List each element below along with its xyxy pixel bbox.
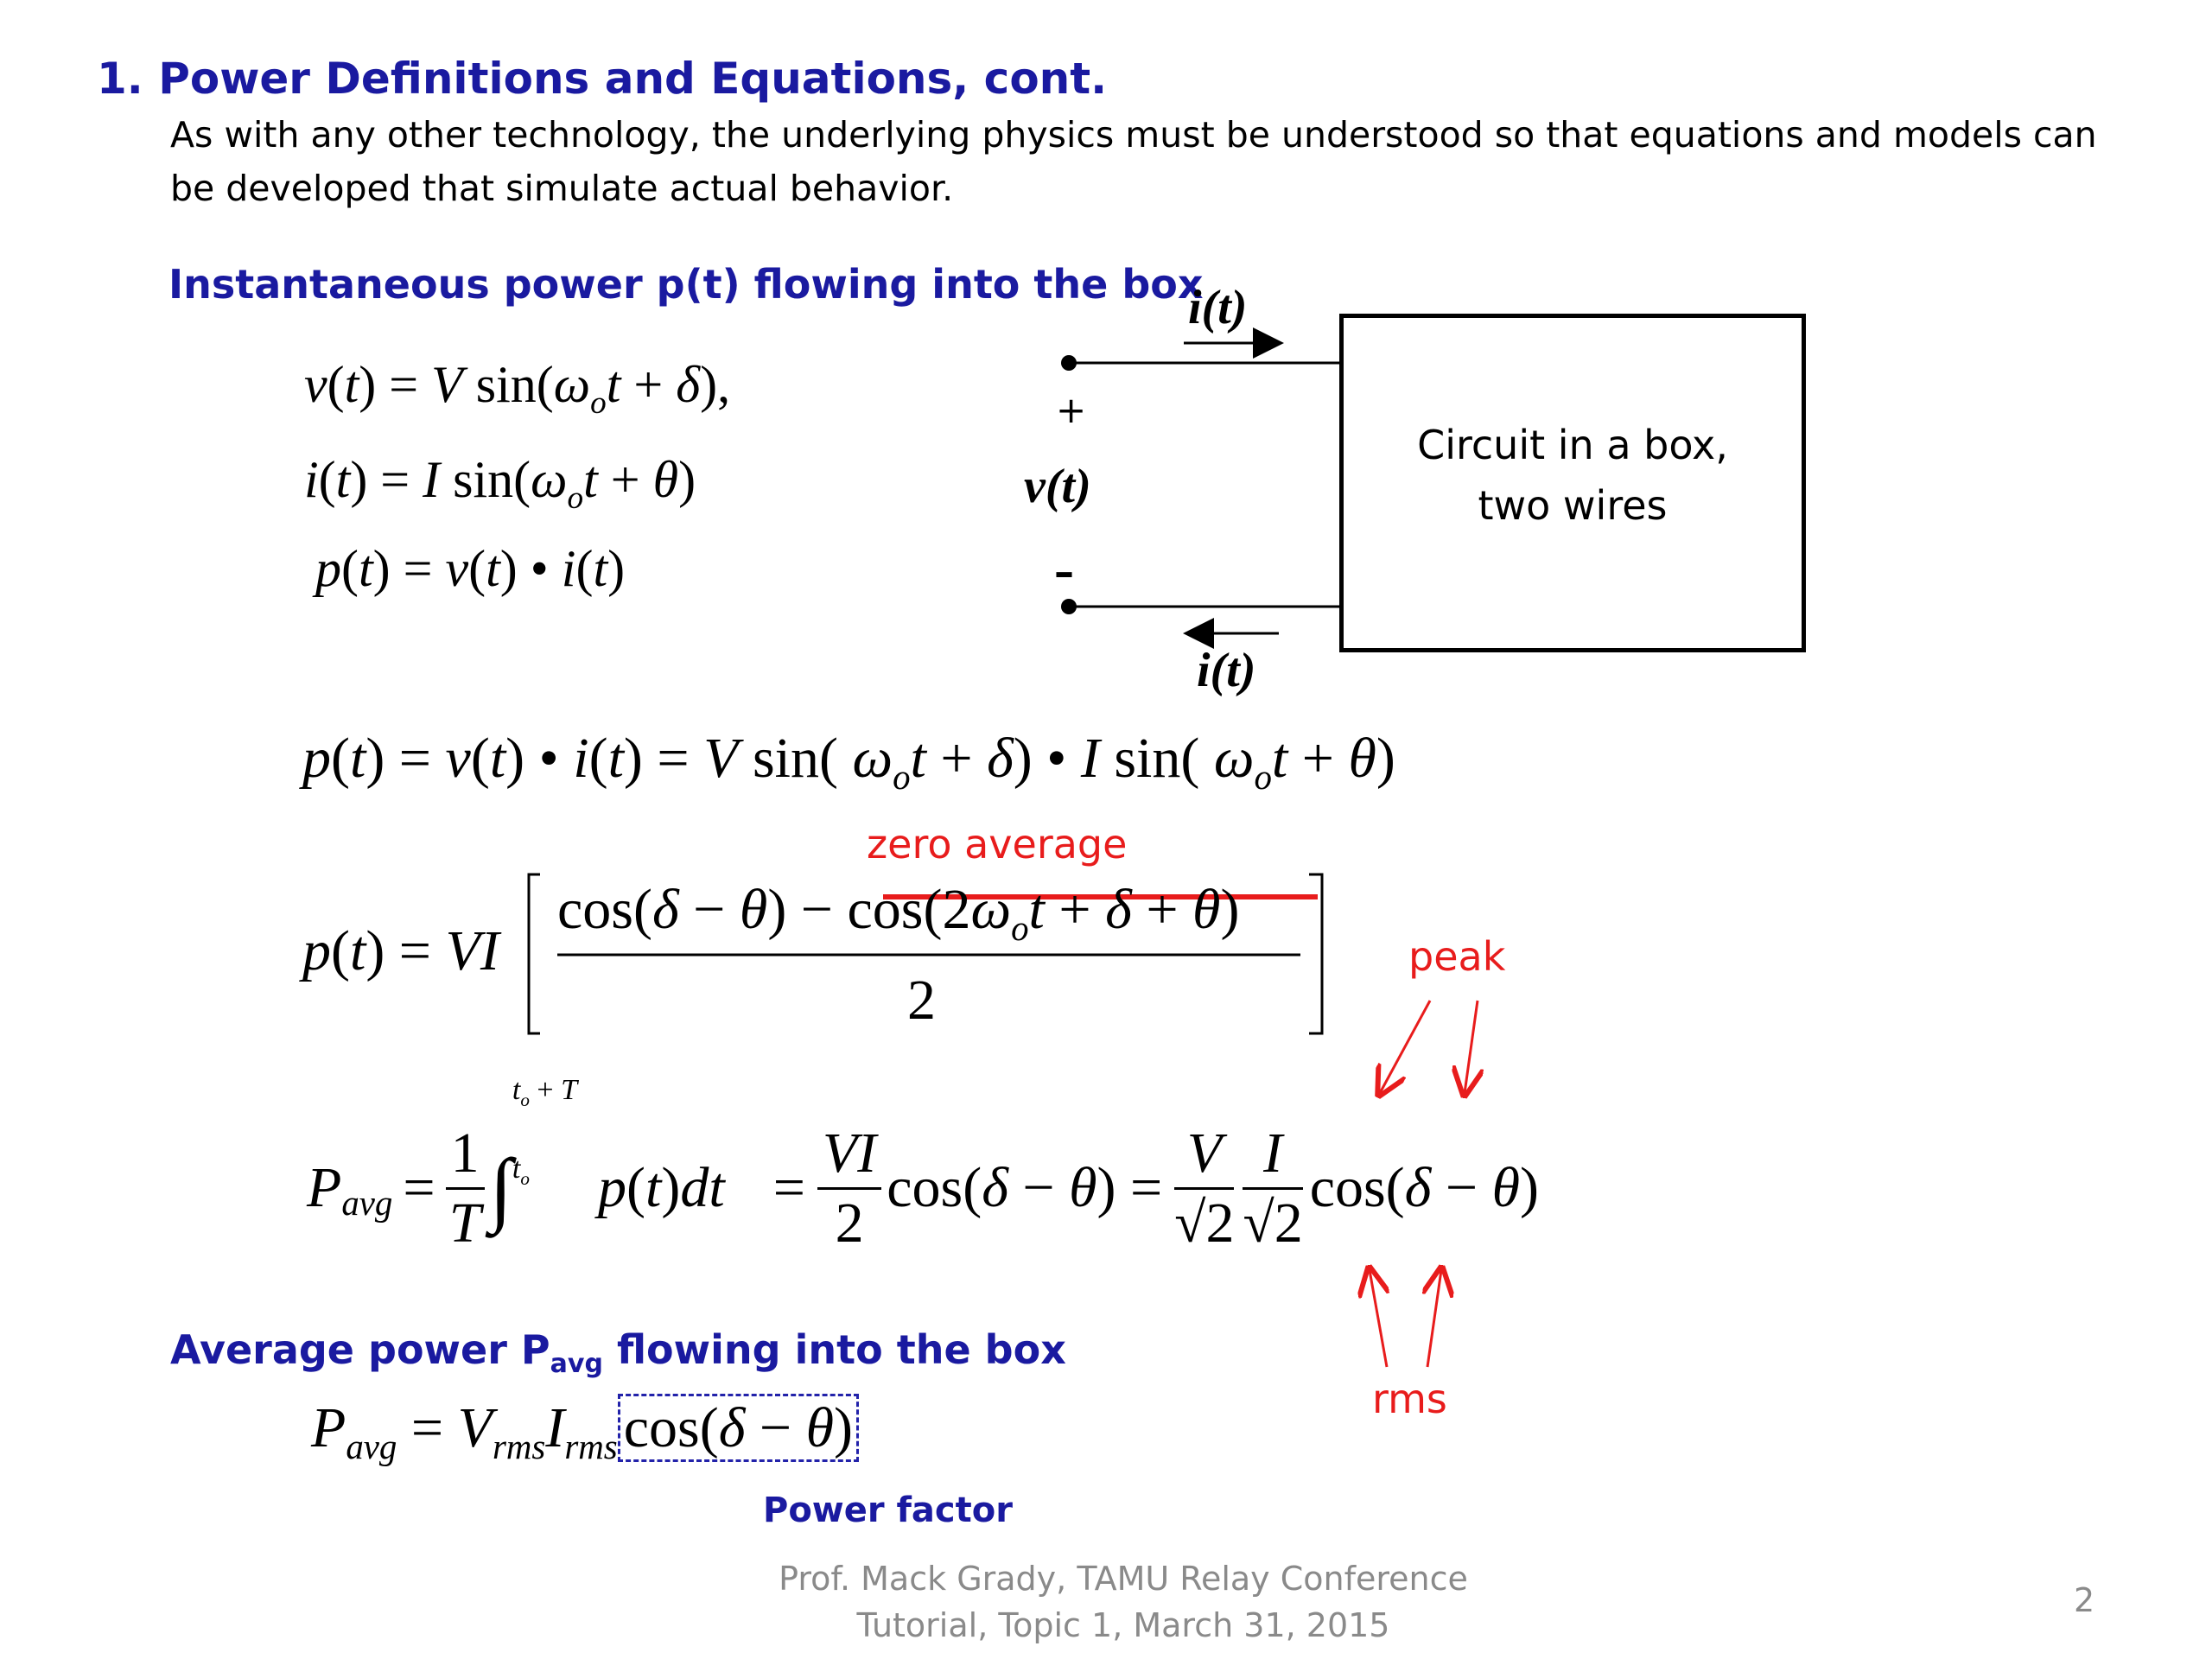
intro-paragraph: As with any other technology, the underl… <box>170 114 2097 209</box>
annotation-peak: peak <box>1408 933 1506 980</box>
annotation-power-factor: Power factor <box>763 1491 1013 1530</box>
equation-power-expansion: p(t) = v(t) • i(t) = V sin( ωot + δ) • I… <box>302 727 1395 798</box>
plus-sign: + <box>1056 389 1087 431</box>
equation-power-vi: p(t) = VI <box>302 919 499 982</box>
fraction-v-over-root2: V√2 <box>1174 1121 1235 1255</box>
annotation-zero-average: zero average <box>867 821 1128 868</box>
heading-instantaneous-power: Instantaneous power p(t) flowing into th… <box>168 261 1204 308</box>
peak-arrow-i <box>1465 1000 1478 1093</box>
equation-denominator-2: 2 <box>907 969 936 1032</box>
power-factor-box: cos(δ − θ) <box>617 1394 860 1462</box>
footer-line1: Prof. Mack Grady, TAMU Relay Conference <box>779 1560 1468 1598</box>
annotation-rms: rms <box>1372 1376 1447 1422</box>
equation-voltage: v(t) = V sin(ωot + δ), <box>304 356 731 421</box>
slide-title: 1. Power Definitions and Equations, cont… <box>97 54 1108 104</box>
peak-arrow-v <box>1380 1000 1432 1093</box>
current-label-bottom: i(t) <box>1197 644 1256 697</box>
footer: Prof. Mack Grady, TAMU Relay Conference … <box>778 1555 1469 1649</box>
rms-arrow-v <box>1370 1270 1387 1368</box>
equation-current: i(t) = I sin(ωot + θ) <box>304 451 696 516</box>
equation-power-definition: p(t) = v(t) • i(t) <box>315 540 626 597</box>
minus-sign: – <box>1054 549 1074 595</box>
rms-arrow-i <box>1427 1270 1441 1368</box>
current-label-top: i(t) <box>1188 281 1248 334</box>
bracket-right <box>1309 873 1324 1035</box>
circuit-box <box>1339 314 1806 652</box>
heading-average-main: Average power P <box>170 1326 550 1373</box>
circuit-box-label: Circuit in a box, two wires <box>1339 415 1806 536</box>
box-label-line1: Circuit in a box, <box>1417 422 1728 468</box>
page-number: 2 <box>2074 1581 2095 1619</box>
voltage-label: v(t) <box>1024 460 1091 513</box>
heading-average-sub: avg <box>550 1349 603 1380</box>
equation-numerator: cos(δ − θ) − cos(2ωot + δ + θ) <box>557 878 1240 949</box>
box-label-line2: two wires <box>1478 482 1668 529</box>
footer-line2: Tutorial, Topic 1, March 31, 2015 <box>856 1606 1390 1644</box>
bracket-left <box>527 873 540 1035</box>
heading-average-power: Average power Pavg flowing into the box <box>170 1326 1066 1379</box>
fraction-i-over-root2: I√2 <box>1243 1121 1303 1255</box>
heading-average-rest: flowing into the box <box>602 1326 1066 1373</box>
